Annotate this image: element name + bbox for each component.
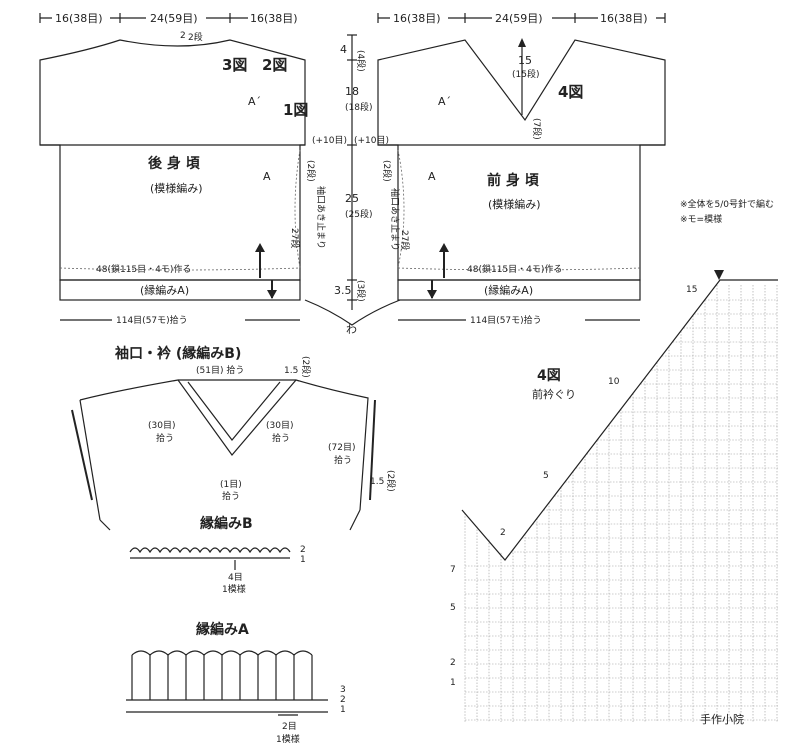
- back-neck-mark: 2: [180, 31, 186, 41]
- edgeA-title: 縁編みA: [196, 621, 249, 638]
- edgeA-rep2: 1模様: [276, 733, 300, 745]
- fig4-row-7: 7: [450, 565, 456, 575]
- center-v4: 3.5: [334, 284, 352, 297]
- back-fig3: 3図: [222, 56, 247, 74]
- back-side-top: (2段): [305, 160, 317, 182]
- back-a-prime: A´: [248, 95, 261, 108]
- cuff-p30l2: 拾う: [156, 432, 174, 444]
- front-side-top: (2段): [381, 160, 393, 182]
- cuff-p1: (1目): [220, 479, 242, 490]
- back-border: (縁編みA): [140, 283, 189, 297]
- fig4-row-2b: 2: [450, 658, 456, 668]
- fig4-title: 4図: [537, 368, 561, 384]
- cuff-collar-outline: [71, 379, 376, 531]
- fig4-row-5b: 5: [450, 603, 456, 613]
- center-v1: 4: [340, 43, 347, 56]
- back-title: 後 身 頃: [148, 155, 201, 172]
- watermark: 手作小院: [700, 712, 744, 726]
- front-border: (縁編みA): [484, 283, 533, 297]
- center-v2: 18: [345, 85, 359, 98]
- center-v4r: (3段): [355, 280, 367, 302]
- edgeA-chart: [126, 650, 328, 716]
- back-label-a: A: [263, 170, 271, 183]
- cuff-p72: (72目): [328, 442, 355, 453]
- dim-front-left: 16(38目): [393, 12, 441, 25]
- front-body-outline: [377, 39, 666, 301]
- front-v-depth-rows: (15段): [512, 68, 539, 80]
- edgeA-row3: 3: [340, 685, 346, 695]
- front-bottom-note: 48(鎖115目・4モ)作る: [467, 263, 562, 275]
- cuff-h15br: (2段): [385, 470, 397, 492]
- center-v2r: (18段): [345, 101, 372, 113]
- front-fig4: 4図: [558, 83, 583, 101]
- fig4-row-2a: 2: [500, 528, 506, 538]
- edgeA-rep: 2目: [282, 721, 297, 732]
- cuff-h15r: (2段): [300, 356, 312, 378]
- edgeB-rep: 4目: [228, 572, 243, 583]
- edgeB-row2: 2: [300, 545, 306, 555]
- fig4-row-15: 15: [686, 285, 697, 295]
- cuff-p72b: 拾う: [334, 454, 352, 466]
- fig4-neck-outline: [461, 279, 778, 561]
- fig4-grid: [464, 285, 778, 722]
- note-motif: ※モ=模様: [680, 213, 722, 225]
- center-v3: 25: [345, 192, 359, 205]
- fig4-subtitle: 前衿ぐり: [532, 387, 576, 401]
- front-title: 前 身 頃: [487, 172, 540, 189]
- dim-back-left: 16(38目): [55, 12, 103, 25]
- dim-back-mid: 24(59目): [150, 12, 198, 25]
- edgeB-rep2: 1模様: [222, 583, 246, 595]
- edgeA-row1: 1: [340, 705, 346, 715]
- edgeB-row1: 1: [300, 555, 306, 565]
- front-v-depth: 15: [518, 54, 532, 67]
- front-slit: 袖口あき止まり: [389, 188, 401, 251]
- center-loop: わ: [346, 323, 357, 336]
- dim-front-mid: 24(59目): [495, 12, 543, 25]
- cuff-p51: (51目) 拾う: [196, 364, 244, 376]
- cuff-h15b: 1.5: [370, 477, 384, 487]
- back-side-plus: (+10目): [312, 135, 347, 146]
- front-side-rows: 27段: [399, 230, 411, 250]
- note-needle: ※全体を5/0号針で編む: [680, 198, 774, 210]
- front-pickup: 114目(57モ)拾う: [470, 314, 542, 326]
- front-a-prime: A´: [438, 95, 451, 108]
- back-fig2: 2図: [262, 56, 287, 74]
- edgeB-chart: [129, 547, 291, 570]
- dim-front-right: 16(38目): [600, 12, 648, 25]
- front-v-bottom: (7段): [531, 118, 543, 140]
- center-v3r: (25段): [345, 208, 372, 220]
- front-label-a: A: [428, 170, 436, 183]
- center-plus10: (+10目): [354, 135, 389, 146]
- cuff-p1b: 拾う: [222, 490, 240, 502]
- fig4-row-1: 1: [450, 678, 456, 688]
- back-neck-rows: 2段: [188, 31, 203, 43]
- cuff-title: 袖口・衿 (縁編みB): [115, 345, 241, 362]
- back-fig1: 1図: [283, 101, 308, 119]
- back-bottom-note: 48(鎖115目・4モ)作る: [96, 263, 191, 275]
- back-side-rows: 27段: [289, 228, 301, 248]
- fig4-row-10: 10: [608, 377, 620, 387]
- cuff-p30l: (30目): [148, 420, 175, 431]
- cuff-p30r2: 拾う: [272, 432, 290, 444]
- center-dimension-line: [304, 34, 401, 326]
- edgeB-title: 縁編みB: [200, 515, 253, 532]
- dim-back-right: 16(38目): [250, 12, 298, 25]
- fig4-row-5a: 5: [543, 471, 549, 481]
- back-pickup: 114目(57モ)拾う: [116, 314, 188, 326]
- cuff-p30r: (30目): [266, 420, 293, 431]
- back-body-outline: [39, 39, 306, 301]
- front-subtitle: (模様編み): [488, 197, 541, 211]
- back-slit: 袖口あき止まり: [315, 186, 327, 249]
- center-v1r: (4段): [355, 50, 367, 72]
- cuff-h15: 1.5: [284, 366, 298, 376]
- edgeA-row2: 2: [340, 695, 346, 705]
- top-dimension-lines: [39, 13, 666, 23]
- back-subtitle: (模様編み): [150, 181, 203, 195]
